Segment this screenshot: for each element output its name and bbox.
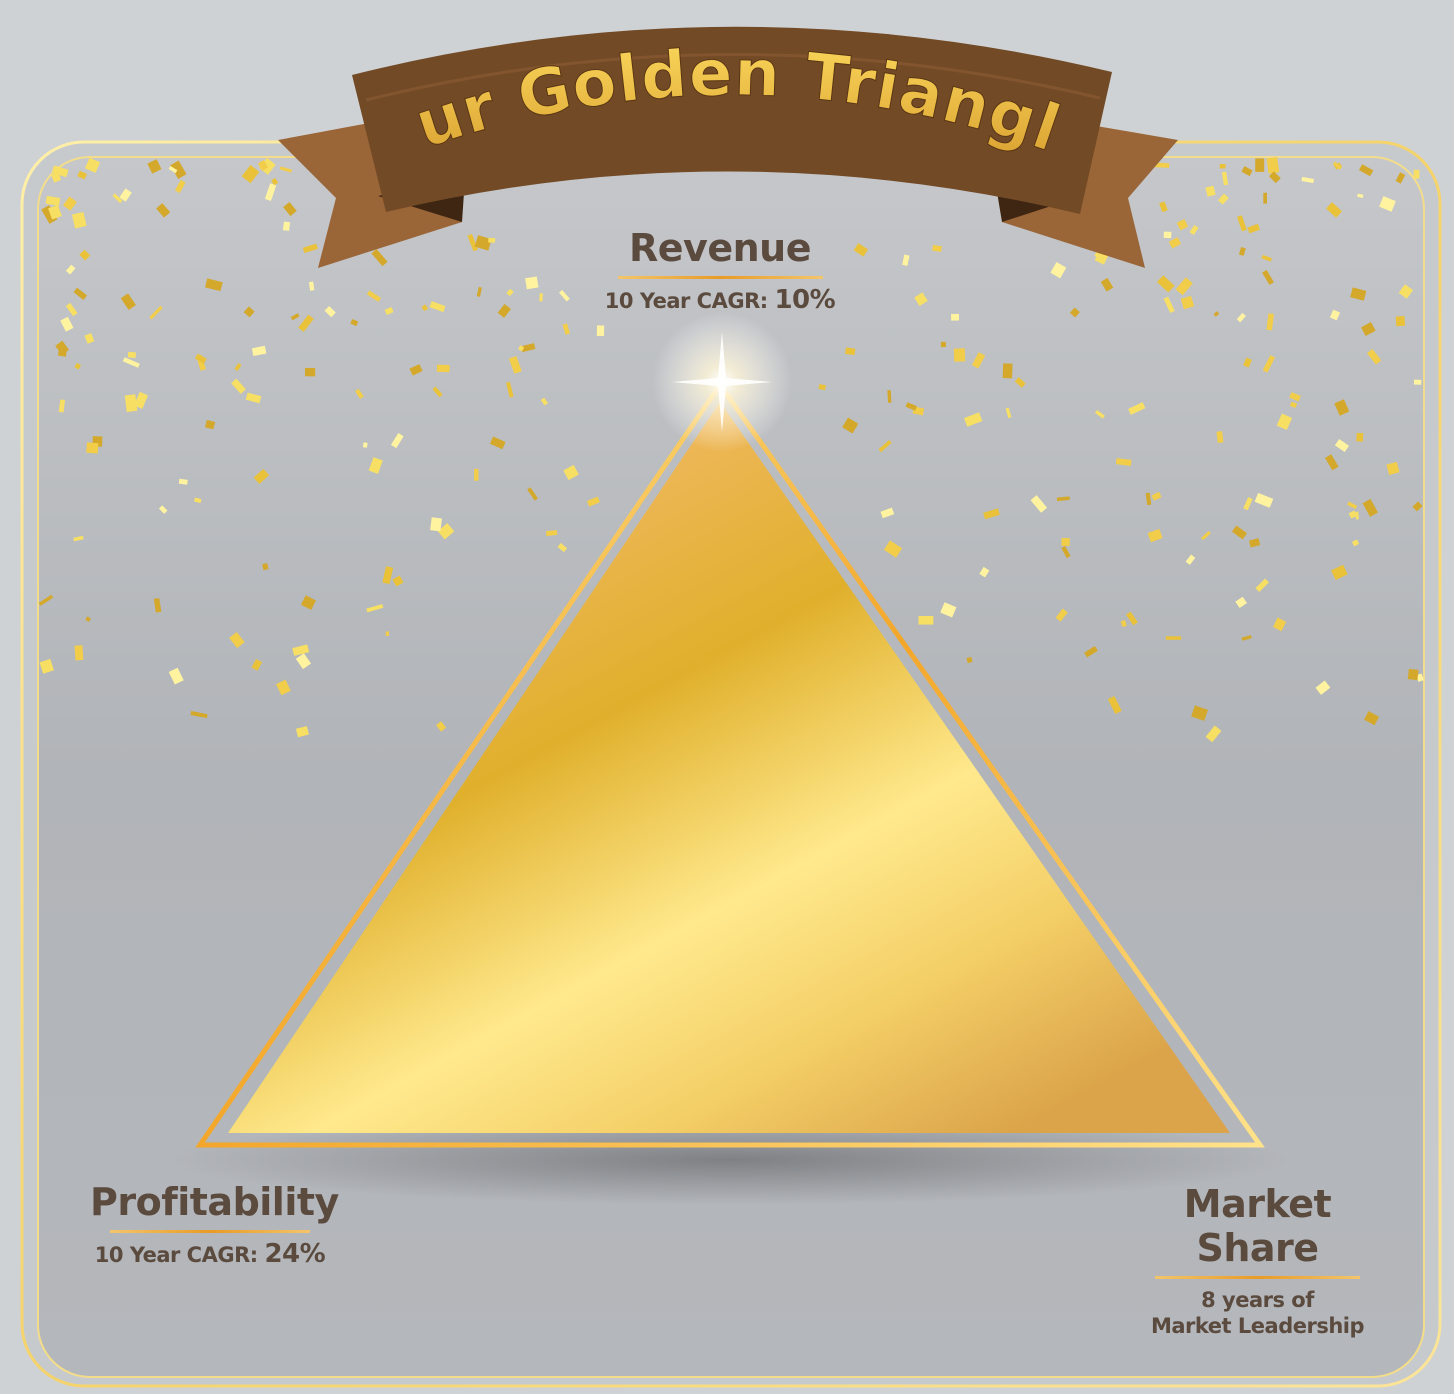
confetti-piece [1414, 380, 1421, 385]
confetti-piece [437, 365, 450, 373]
confetti-piece [179, 479, 188, 485]
profitability-metric-prefix: 10 Year CAGR: [95, 1243, 258, 1267]
confetti-piece [845, 347, 855, 355]
apex-sparkle-icon [652, 312, 792, 452]
confetti-piece [1166, 636, 1181, 640]
confetti-piece [1003, 363, 1013, 378]
market-share-line-1: 8 years of [1120, 1287, 1395, 1313]
confetti-piece [386, 631, 389, 636]
confetti-piece [1408, 669, 1419, 680]
confetti-piece [539, 293, 543, 301]
confetti-piece [1220, 164, 1226, 169]
confetti-piece [1263, 193, 1267, 204]
confetti-piece [283, 221, 290, 230]
market-share-heading: Market Share [1120, 1182, 1395, 1270]
confetti-piece [525, 276, 538, 289]
confetti-piece [951, 314, 959, 321]
confetti-piece [488, 238, 495, 243]
profitability-label: Profitability 10 Year CAGR: 24% [90, 1180, 330, 1268]
revenue-metric: 10 Year CAGR: 10% [590, 287, 850, 314]
confetti-piece [954, 348, 965, 362]
confetti-piece [941, 342, 946, 347]
revenue-label: Revenue 10 Year CAGR: 10% [590, 226, 850, 314]
confetti-piece [363, 442, 368, 447]
confetti-piece [430, 517, 442, 531]
market-share-line-2: Market Leadership [1120, 1313, 1395, 1339]
confetti-piece [86, 442, 98, 453]
profitability-metric-value: 24% [264, 1239, 325, 1269]
confetti-piece [1356, 433, 1363, 442]
revenue-heading: Revenue [590, 226, 850, 270]
revenue-metric-prefix: 10 Year CAGR: [605, 289, 768, 313]
revenue-underline [618, 276, 823, 279]
confetti-piece [474, 469, 478, 481]
confetti-piece [919, 616, 934, 625]
revenue-metric-value: 10% [774, 285, 835, 315]
market-share-label: Market Share 8 years of Market Leadershi… [1120, 1182, 1395, 1339]
profitability-underline [110, 1230, 310, 1233]
confetti-piece [125, 394, 138, 412]
confetti-piece [1266, 157, 1279, 174]
confetti-piece [1164, 232, 1172, 239]
confetti-piece [128, 352, 136, 358]
confetti-piece [887, 390, 891, 403]
confetti-piece [1396, 316, 1405, 326]
confetti-piece [1414, 170, 1420, 179]
confetti-piece [1062, 538, 1070, 546]
confetti-piece [74, 645, 83, 660]
profitability-metric: 10 Year CAGR: 24% [90, 1241, 330, 1268]
confetti-piece [305, 368, 315, 376]
confetti-piece [597, 325, 604, 336]
profitability-heading: Profitability [90, 1180, 330, 1224]
market-share-underline [1155, 1276, 1360, 1279]
confetti-piece [1355, 512, 1359, 520]
confetti-piece [1255, 158, 1264, 172]
